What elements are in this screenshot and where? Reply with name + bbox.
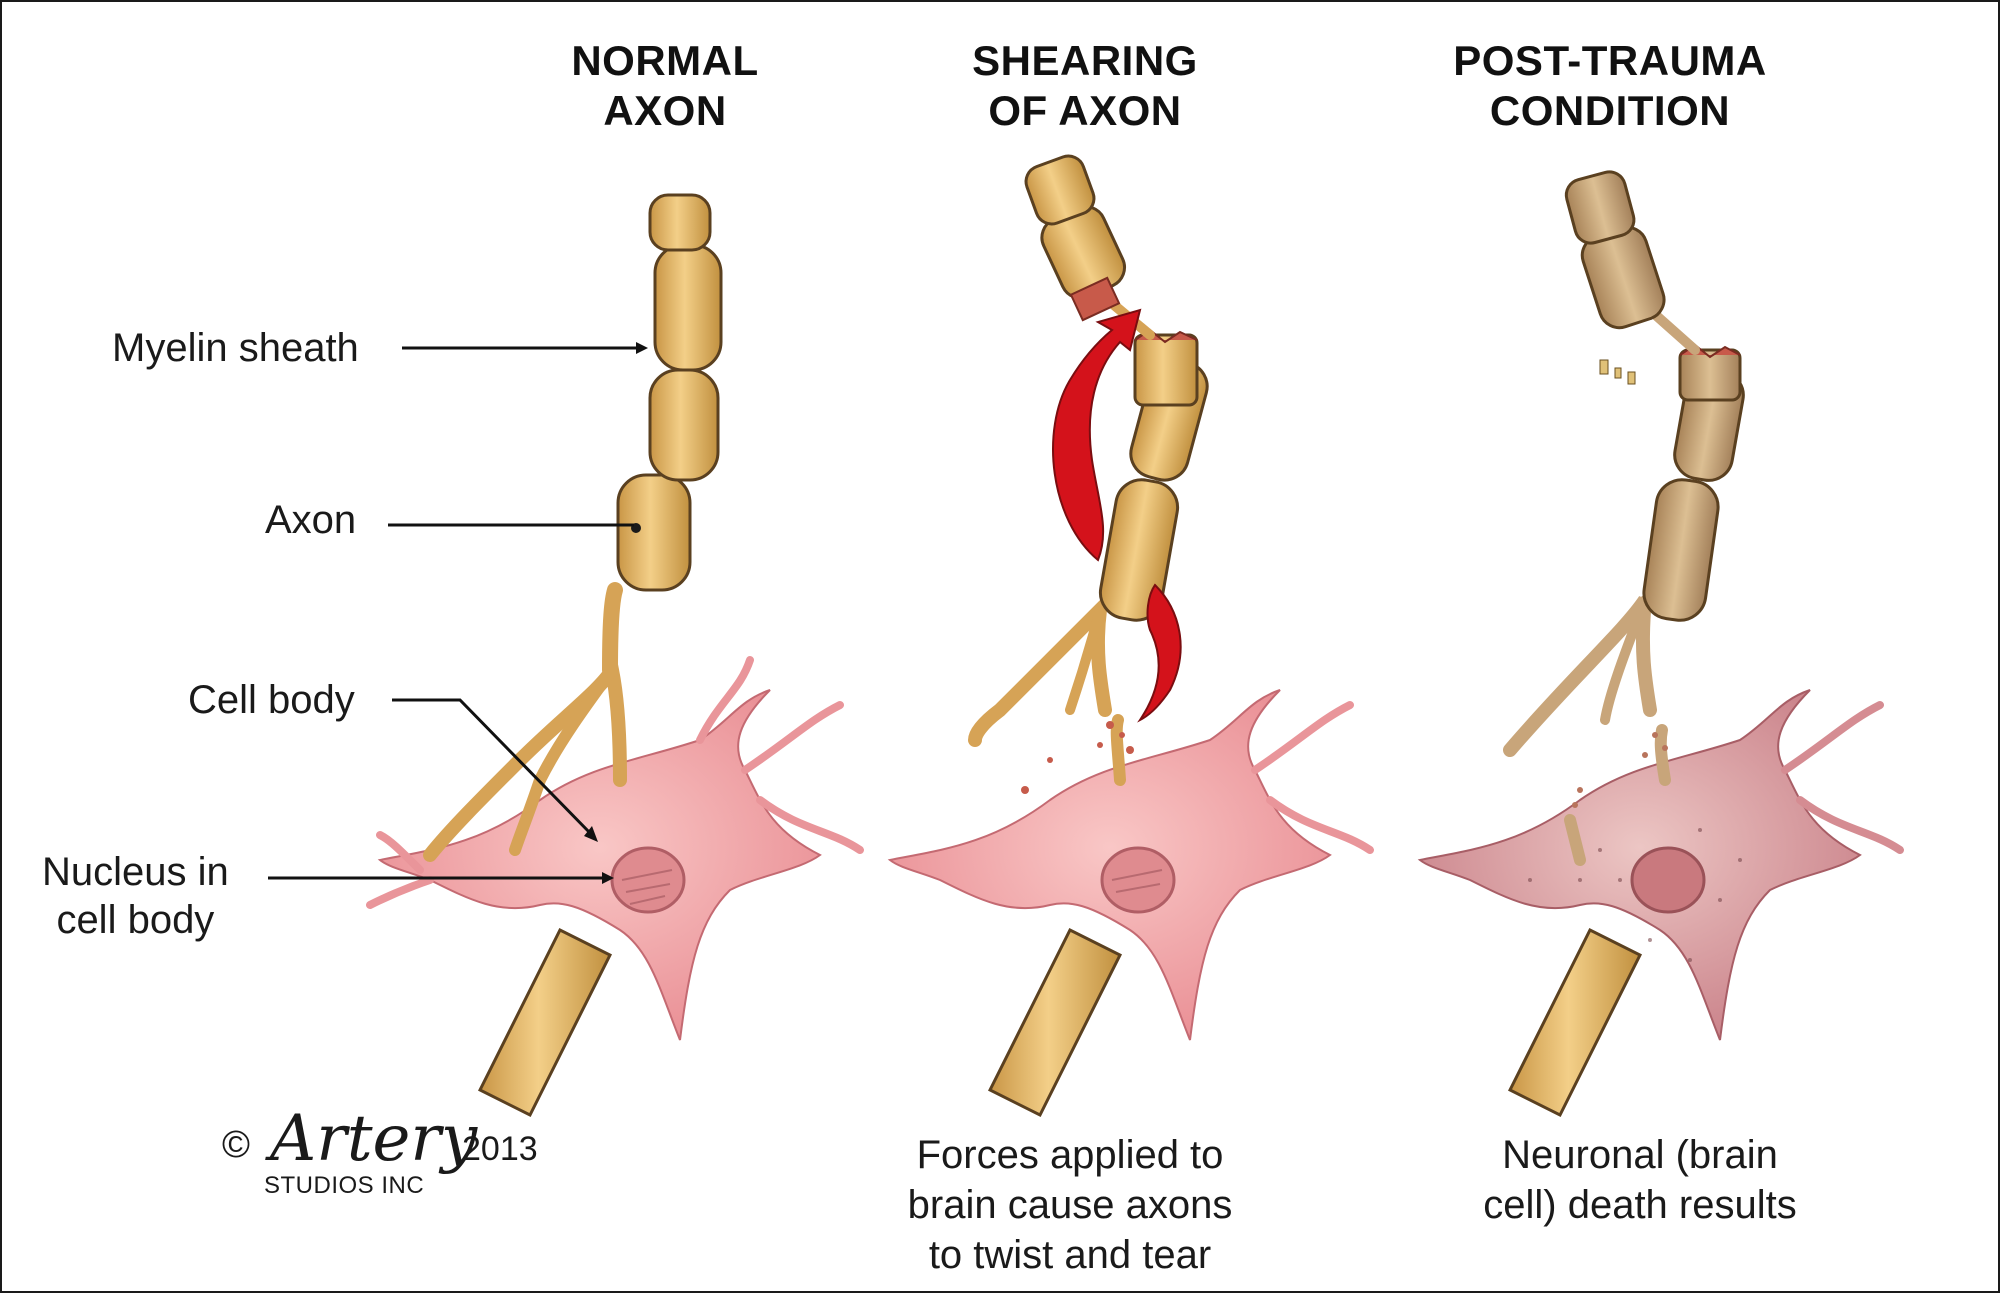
studio-name: STUDIOS INC [264,1172,425,1199]
debris [1021,721,1134,794]
myelin-segment [1024,154,1096,226]
myelin-segment [653,243,723,372]
copyright-logo: © Artery 2013 STUDIOS INC [222,1102,562,1220]
cell-body [377,689,822,1041]
panel-title-shearing: SHEARING OF AXON [972,37,1198,134]
myelin-segment [648,368,720,482]
dendrite [696,656,864,854]
twist-arrow-lower [1137,583,1182,723]
copyright-symbol: © [222,1124,250,1166]
label-axon: Axon [265,498,357,542]
debris [1572,732,1668,808]
twist-arrow [1052,308,1142,562]
nucleus [1100,846,1176,914]
torn-segment [1678,348,1742,402]
myelin-segment-damaged [1564,170,1636,245]
caption-shearing: Forces applied to brain cause axons to t… [907,1133,1233,1277]
speckles [1528,828,1742,962]
panel-normal-axon [268,193,864,1118]
myelin-segment [616,473,692,592]
label-cell-body: Cell body [188,678,355,722]
panel-post-trauma [1417,170,1904,1118]
dendrite-left [366,831,434,909]
nucleus [610,846,686,914]
label-nucleus: Nucleus in cell body [42,850,229,942]
torn-segment [1069,276,1121,322]
axon-branch [423,650,627,862]
myelin-segment [1098,478,1180,622]
lower-axon-segment [987,927,1123,1118]
panel-title-post-trauma: POST-TRAUMA CONDITION [1453,37,1767,134]
torn-segment [1133,333,1199,407]
debris [1599,359,1636,385]
lower-axon-segment [1507,927,1643,1118]
myelin-segment [648,193,712,252]
myelin-segment-damaged [1642,478,1720,622]
nucleus [1630,846,1706,914]
panel-title-normal: NORMAL AXON [571,37,759,134]
brand-name: Artery [270,1102,478,1176]
copyright-year: 2013 [462,1130,538,1168]
panel-shearing [887,154,1374,1118]
caption-post-trauma: Neuronal (brain cell) death results [1483,1133,1797,1227]
lower-axon-segment [477,927,613,1118]
label-myelin-sheath: Myelin sheath [112,326,359,370]
